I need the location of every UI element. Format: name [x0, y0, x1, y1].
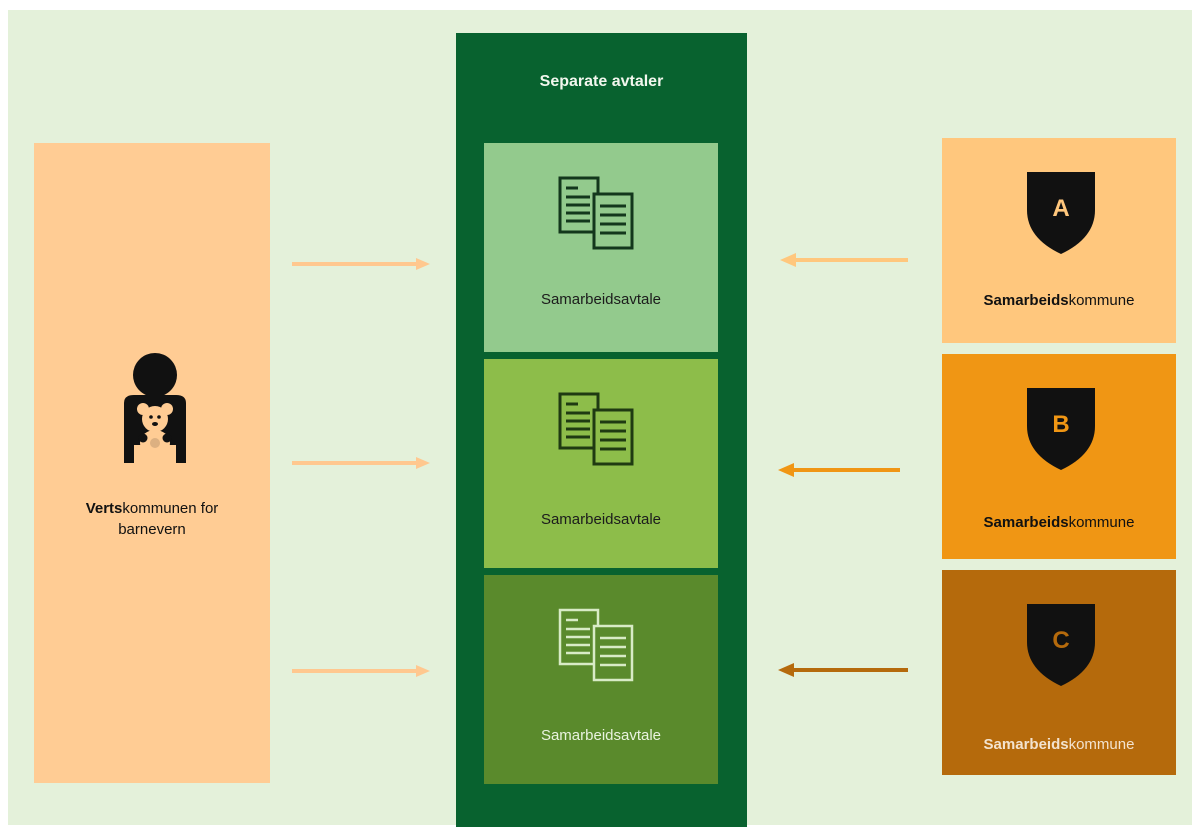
host-label-bold: Verts: [85, 500, 123, 517]
host-municipality-label: Vertskommunen for barnevern: [34, 498, 270, 540]
arrow-muni-b-to-agreement: [778, 463, 900, 477]
shield-letter-c: C: [1052, 627, 1069, 654]
host-municipality-panel: Vertskommunen for barnevern: [34, 143, 270, 783]
municipality-a-label-bold: Samarbeids: [983, 292, 1069, 309]
municipality-a-label-rest: kommune: [1068, 292, 1135, 309]
agreement-box-3: Samarbeidsavtale: [484, 575, 718, 784]
municipality-b-label: Samarbeidskommune: [942, 514, 1176, 531]
shield-letter-b: B: [1052, 411, 1069, 438]
municipality-b-label-rest: kommune: [1068, 514, 1135, 531]
person-holding-teddy-bear-icon: [124, 353, 186, 463]
shield-icon: A: [1027, 172, 1095, 254]
agreement-box-1: Samarbeidsavtale: [484, 143, 718, 352]
municipality-c-label: Samarbeidskommune: [942, 736, 1176, 753]
documents-icon: [558, 392, 634, 466]
documents-icon: [558, 176, 634, 250]
municipality-b: B Samarbeidskommune: [942, 354, 1176, 559]
municipality-b-label-bold: Samarbeids: [983, 514, 1069, 531]
agreement-box-2: Samarbeidsavtale: [484, 359, 718, 568]
arrow-muni-c-to-agreement: [778, 663, 908, 677]
arrow-host-to-agreement-3: [292, 665, 430, 677]
municipality-c: C Samarbeidskommune: [942, 570, 1176, 775]
shield-letter-a: A: [1052, 195, 1069, 222]
municipality-a-label: Samarbeidskommune: [942, 292, 1176, 309]
center-title: Separate avtaler: [539, 73, 664, 90]
municipality-c-label-bold: Samarbeids: [983, 736, 1069, 753]
documents-icon: [558, 608, 634, 682]
host-label-rest: kommunen for: [122, 500, 219, 517]
agreement-label-3: Samarbeidsavtale: [540, 727, 662, 744]
host-label-line2: barnevern: [118, 521, 186, 538]
arrow-host-to-agreement-2: [292, 457, 430, 469]
separate-agreements-column: Separate avtaler Samarbeidsavtale: [456, 33, 747, 827]
municipality-c-label-rest: kommune: [1068, 736, 1135, 753]
shield-icon: C: [1027, 604, 1095, 686]
agreement-label-2: Samarbeidsavtale: [540, 511, 662, 528]
arrow-host-to-agreement-1: [292, 258, 430, 270]
municipality-a: A Samarbeidskommune: [942, 138, 1176, 343]
agreement-label-1: Samarbeidsavtale: [540, 291, 662, 308]
arrow-muni-a-to-agreement: [780, 253, 908, 267]
shield-icon: B: [1027, 388, 1095, 470]
